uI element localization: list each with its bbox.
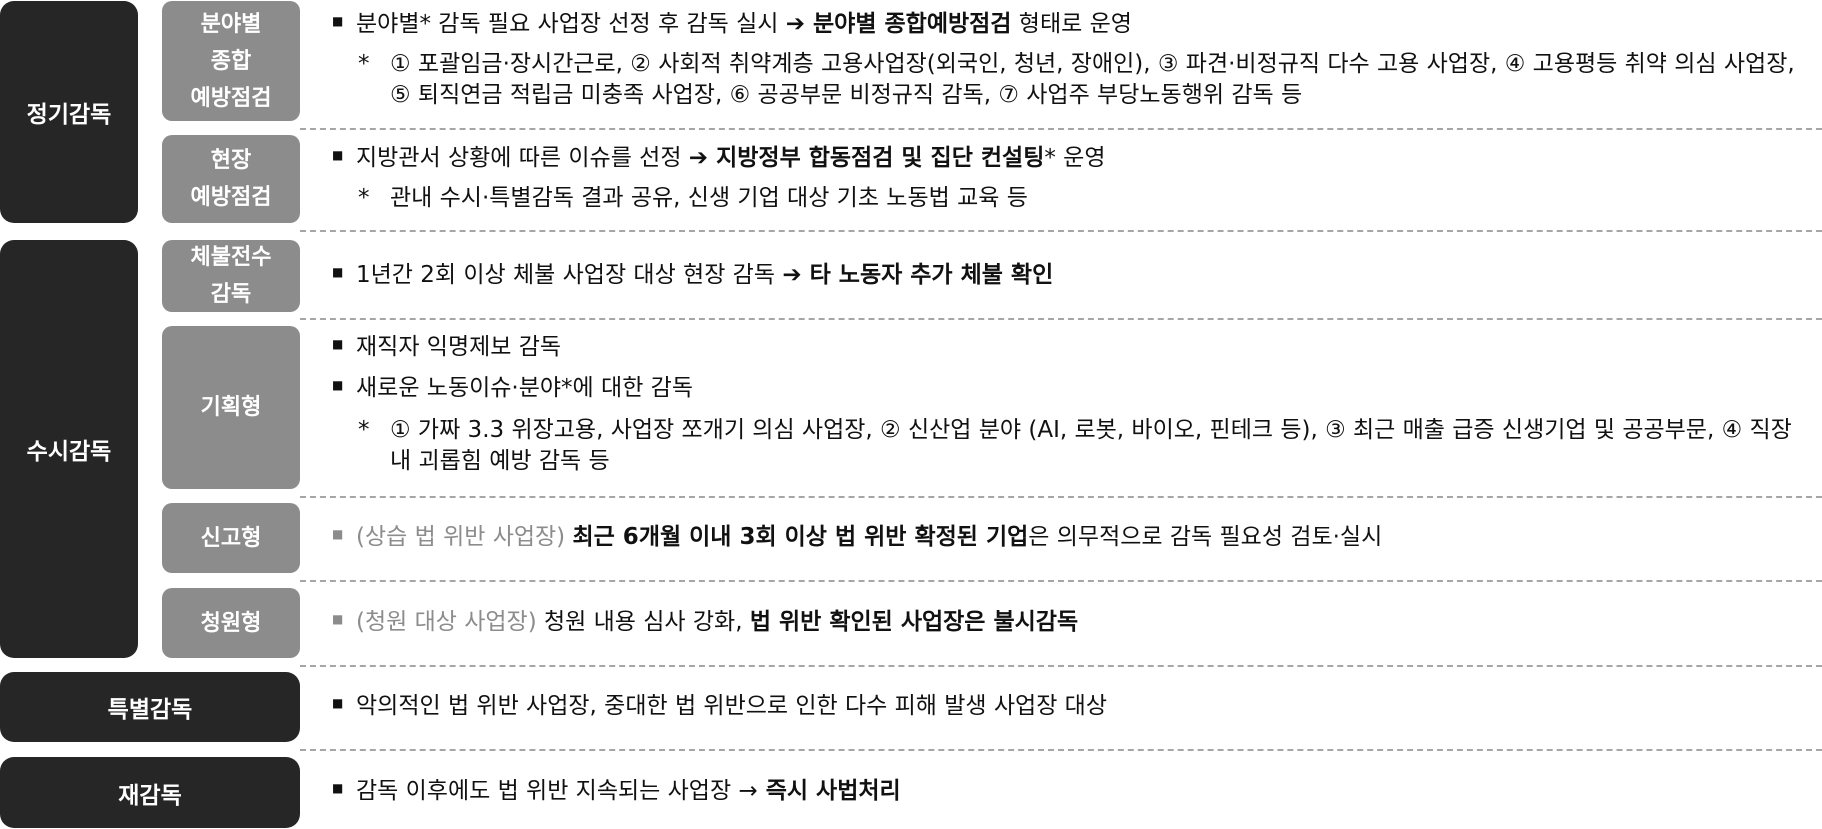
report-bullet: ■ (상습 법 위반 사업장) 최근 6개월 이내 3회 이상 법 위반 확정된 … <box>332 522 1382 553</box>
bullet-icon: ■ <box>332 265 344 279</box>
field-bullet-emphasis: 분야별 종합예방점검 <box>805 11 1012 37</box>
bullet-icon: ■ <box>332 14 344 28</box>
sub-unpaid-full-inspection: 체불전수 감독 <box>162 240 300 312</box>
site-bullet-text: 지방관서 상황에 따른 이슈를 선정 <box>356 145 689 171</box>
row-separator <box>300 580 1822 582</box>
field-bullet-suffix: 형태로 운영 <box>1011 11 1132 37</box>
planned-bullet-2: ■ 새로운 노동이슈·분야*에 대한 감독 <box>332 373 693 404</box>
sub-label-line: 예방점검 <box>190 85 272 111</box>
field-note-text: ① 포괄임금·장시간근로, ② 사회적 취약계층 고용사업장(외국인, 청년, … <box>390 51 1795 108</box>
row-separator <box>300 318 1822 320</box>
category-reinspection: 재감독 <box>0 757 300 828</box>
sub-label-line: 분야별 <box>200 11 262 37</box>
sub-label-line: 신고형 <box>200 525 262 551</box>
special-bullet: ■ 악의적인 법 위반 사업장, 중대한 법 위반으로 인한 다수 피해 발생 사… <box>332 691 1107 722</box>
special-bullet-text: 악의적인 법 위반 사업장, 중대한 법 위반으로 인한 다수 피해 발생 사업… <box>356 693 1108 719</box>
planned-note: * ① 가짜 3.3 위장고용, 사업장 쪼개기 의심 사업장, ② 신산업 분… <box>358 415 1808 477</box>
report-bullet-prefix: (상습 법 위반 사업장) <box>356 524 573 550</box>
petition-bullet: ■ (청원 대상 사업장) 청원 내용 심사 강화, 법 위반 확인된 사업장은 … <box>332 607 1078 638</box>
unpaid-bullet: ■ 1년간 2회 이상 체불 사업장 대상 현장 감독 ➔ 타 노동자 추가 체불… <box>332 260 1053 291</box>
arrow-icon: ➔ <box>688 145 709 171</box>
reinspection-bullet-emphasis: 즉시 사법처리 <box>757 778 901 804</box>
row-separator <box>300 128 1822 130</box>
planned-bullet-1: ■ 재직자 익명제보 감독 <box>332 332 561 363</box>
bullet-icon: ■ <box>332 781 344 795</box>
report-bullet-emphasis: 최근 6개월 이내 3회 이상 법 위반 확정된 기업 <box>572 524 1029 550</box>
bullet-icon: ■ <box>332 148 344 162</box>
row-separator <box>300 665 1822 667</box>
sub-label-line: 현장 <box>210 148 252 173</box>
bullet-icon: ■ <box>332 527 344 541</box>
category-special-inspection: 특별감독 <box>0 672 300 742</box>
planned-bullet-1-text: 재직자 익명제보 감독 <box>356 334 562 360</box>
field-bullet-text: 분야별* 감독 필요 사업장 선정 후 감독 실시 <box>356 11 786 37</box>
sub-report-type: 신고형 <box>162 503 300 573</box>
reinspection-bullet: ■ 감독 이후에도 법 위반 지속되는 사업장 → 즉시 사법처리 <box>332 776 901 807</box>
bullet-icon: ■ <box>332 378 344 392</box>
asterisk-icon: * <box>358 185 370 211</box>
asterisk-icon: * <box>358 51 370 77</box>
reinspection-bullet-text: 감독 이후에도 법 위반 지속되는 사업장 <box>356 778 739 804</box>
arrow-icon: ➔ <box>785 11 805 37</box>
category-occasional-inspection: 수시감독 <box>0 240 138 658</box>
field-bullet: ■분야별* 감독 필요 사업장 선정 후 감독 실시 ➔ 분야별 종합예방점검 … <box>332 9 1132 40</box>
planned-note-text: ① 가짜 3.3 위장고용, 사업장 쪼개기 의심 사업장, ② 신산업 분야 … <box>390 417 1792 474</box>
sub-petition-type: 청원형 <box>162 588 300 658</box>
site-bullet: ■ 지방관서 상황에 따른 이슈를 선정 ➔ 지방정부 합동점검 및 집단 컨설팅… <box>332 143 1106 174</box>
category-regular-inspection: 정기감독 <box>0 1 138 223</box>
sub-label-line: 기획형 <box>200 395 262 420</box>
sub-site-preventive-check: 현장 예방점검 <box>162 135 300 223</box>
sub-label-line: 감독 <box>210 282 252 307</box>
row-separator <box>300 496 1822 498</box>
petition-bullet-emphasis: 법 위반 확인된 사업장은 불시감독 <box>749 609 1079 635</box>
field-note: * ① 포괄임금·장시간근로, ② 사회적 취약계층 고용사업장(외국인, 청년… <box>358 49 1818 111</box>
unpaid-bullet-emphasis: 타 노동자 추가 체불 확인 <box>801 262 1054 288</box>
site-bullet-emphasis: 지방정부 합동점검 및 집단 컨설팅 <box>708 145 1045 171</box>
row-separator <box>300 749 1822 751</box>
site-bullet-suffix: * 운영 <box>1044 145 1106 171</box>
sub-field-comprehensive-check: 분야별 종합 예방점검 <box>162 1 300 121</box>
arrow-icon: ➔ <box>782 262 802 288</box>
site-note: * 관내 수시·특별감독 결과 공유, 신생 기업 대상 기초 노동법 교육 등 <box>358 183 1818 214</box>
sub-label-line: 청원형 <box>200 610 262 636</box>
site-note-text: 관내 수시·특별감독 결과 공유, 신생 기업 대상 기초 노동법 교육 등 <box>390 185 1028 211</box>
petition-bullet-prefix: (청원 대상 사업장) <box>356 609 544 635</box>
asterisk-icon: * <box>358 417 370 443</box>
bullet-icon: ■ <box>332 696 344 710</box>
bullet-icon: ■ <box>332 612 344 626</box>
sub-label-line: 예방점검 <box>190 185 272 210</box>
arrow-icon: → <box>738 778 758 804</box>
report-bullet-suffix: 은 의무적으로 감독 필요성 검토·실시 <box>1028 524 1383 550</box>
planned-bullet-2-text: 새로운 노동이슈·분야*에 대한 감독 <box>356 375 693 401</box>
unpaid-bullet-text: 1년간 2회 이상 체불 사업장 대상 현장 감독 <box>356 262 783 288</box>
sub-label-line: 체불전수 <box>190 245 272 270</box>
petition-bullet-text: 청원 내용 심사 강화, <box>544 609 750 635</box>
row-separator <box>300 230 1822 232</box>
bullet-icon: ■ <box>332 337 344 351</box>
sub-planned-type: 기획형 <box>162 326 300 489</box>
sub-label-line: 종합 <box>210 48 252 74</box>
